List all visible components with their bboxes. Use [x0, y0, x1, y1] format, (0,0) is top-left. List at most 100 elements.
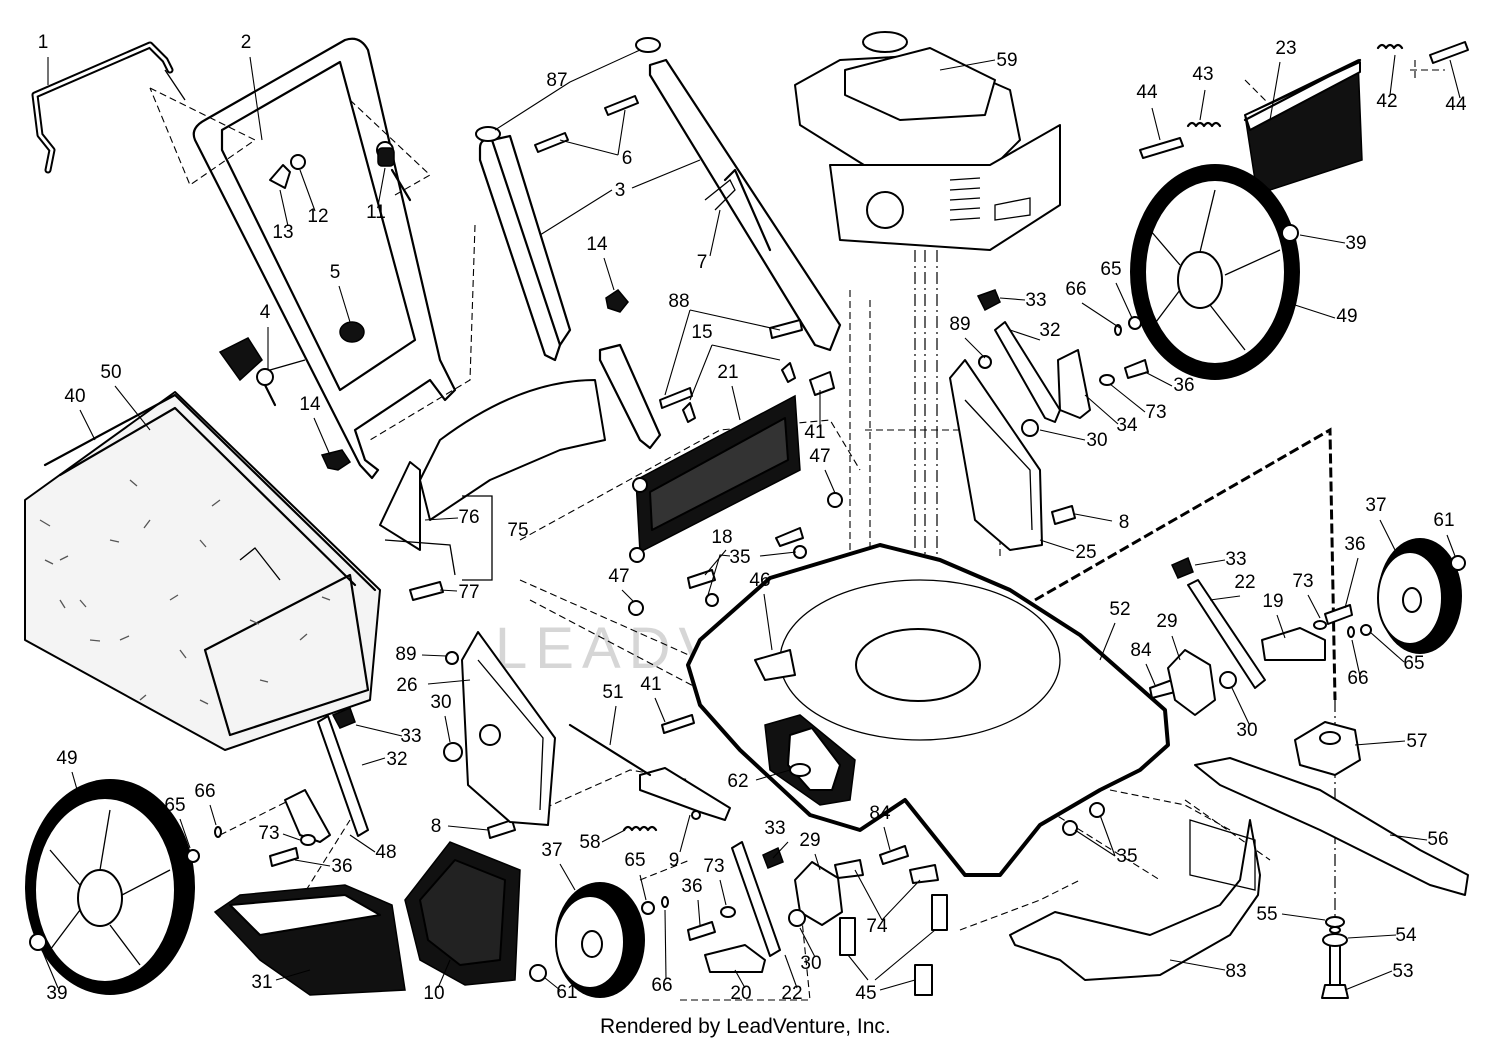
part-label-51: 51 [602, 682, 623, 703]
part-label-1: 1 [38, 32, 49, 53]
part-37-front-wheel-right [1377, 538, 1462, 654]
part-label-73: 73 [258, 823, 279, 844]
part-label-65: 65 [624, 850, 645, 871]
part-label-89: 89 [949, 314, 970, 335]
part-label-66: 66 [651, 975, 672, 996]
part-label-9: 9 [669, 850, 680, 871]
part-label-6: 6 [622, 148, 633, 169]
part-label-33: 33 [1225, 549, 1246, 570]
height-levers [317, 289, 1266, 957]
part-label-65: 65 [1100, 259, 1121, 280]
part-label-32: 32 [1039, 320, 1060, 341]
part-label-12: 12 [307, 206, 328, 227]
part-label-26: 26 [396, 675, 417, 696]
part-label-89: 89 [395, 644, 416, 665]
part-label-73: 73 [1145, 402, 1166, 423]
leader-lines [41, 49, 1461, 991]
part-label-42: 42 [1376, 91, 1397, 112]
part-label-59: 59 [996, 50, 1017, 71]
part-label-29: 29 [1156, 611, 1177, 632]
part-label-65: 65 [164, 795, 185, 816]
part-label-76: 76 [458, 507, 479, 528]
part-label-31: 31 [251, 972, 272, 993]
part-label-46: 46 [749, 570, 770, 591]
brackets [284, 349, 1326, 973]
part-1-bail-handle [31, 41, 186, 174]
part-31-front-cover [213, 884, 406, 996]
part-label-30: 30 [430, 692, 451, 713]
part-label-41: 41 [640, 674, 661, 695]
part-56-blade [1194, 757, 1469, 896]
small-hardware [29, 224, 1466, 999]
part-label-48: 48 [375, 842, 396, 863]
part-label-65: 65 [1403, 653, 1424, 674]
part-label-19: 19 [1262, 591, 1283, 612]
part-label-62: 62 [727, 771, 748, 792]
part-label-61: 61 [1433, 510, 1454, 531]
part-label-74: 74 [866, 916, 888, 937]
part-label-44: 44 [1136, 82, 1158, 103]
part-37-front-wheel-left [555, 882, 645, 998]
part-label-73: 73 [1292, 571, 1313, 592]
part-label-57: 57 [1406, 731, 1427, 752]
part-label-37: 37 [541, 840, 562, 861]
part-label-47: 47 [608, 566, 629, 587]
part-label-29: 29 [799, 830, 820, 851]
part-label-8: 8 [431, 816, 442, 837]
part-label-58: 58 [579, 832, 600, 853]
part-label-23: 23 [1275, 38, 1296, 59]
part-label-3: 3 [615, 180, 626, 201]
part-label-54: 54 [1395, 925, 1417, 946]
part-label-73: 73 [703, 856, 724, 877]
part-label-5: 5 [330, 262, 341, 283]
part-label-37: 37 [1365, 495, 1386, 516]
part-label-8: 8 [1119, 512, 1130, 533]
part-label-84: 84 [1130, 640, 1152, 661]
part-label-13: 13 [272, 222, 293, 243]
part-57-blade-adapter [1294, 721, 1361, 776]
part-label-22: 22 [781, 983, 802, 1004]
part-label-56: 56 [1427, 829, 1448, 850]
part-label-39: 39 [1345, 233, 1366, 254]
part-label-49: 49 [56, 748, 77, 769]
part-label-34: 34 [1116, 415, 1138, 436]
part-76-deflector [379, 379, 606, 581]
part-label-4: 4 [260, 302, 271, 323]
part-label-66: 66 [1347, 668, 1368, 689]
part-label-61: 61 [556, 982, 577, 1003]
part-label-30: 30 [1086, 430, 1107, 451]
part-label-43: 43 [1192, 64, 1213, 85]
part-label-33: 33 [764, 818, 785, 839]
part-49-rear-wheel-left [25, 779, 195, 995]
part-label-77: 77 [458, 582, 479, 603]
part-29-gear [794, 649, 1216, 926]
part-label-53: 53 [1392, 961, 1413, 982]
part-label-39: 39 [46, 983, 67, 1004]
part-label-33: 33 [1025, 290, 1046, 311]
part-2-upper-handle [192, 37, 457, 480]
part-26-height-adjuster [461, 631, 556, 826]
part-52-mower-deck [686, 543, 1170, 877]
part-label-36: 36 [1173, 375, 1194, 396]
part-3-lower-handles [475, 37, 842, 450]
part-label-49: 49 [1336, 306, 1357, 327]
part-label-11: 11 [366, 202, 386, 223]
part-10-side-cover [404, 841, 521, 986]
part-label-30: 30 [1236, 720, 1257, 741]
part-label-15: 15 [691, 322, 712, 343]
part-83-rear-guard [1009, 819, 1261, 981]
part-23-rear-deflector [1243, 58, 1363, 191]
part-label-36: 36 [331, 856, 352, 877]
part-label-21: 21 [717, 362, 738, 383]
part-label-7: 7 [697, 252, 708, 273]
part-label-83: 83 [1225, 961, 1246, 982]
springs [622, 43, 1404, 832]
part-21-rear-flap [629, 394, 801, 563]
part-label-66: 66 [194, 781, 215, 802]
part-label-35: 35 [1116, 846, 1137, 867]
part-label-45: 45 [855, 983, 876, 1004]
part-label-50: 50 [100, 362, 121, 383]
